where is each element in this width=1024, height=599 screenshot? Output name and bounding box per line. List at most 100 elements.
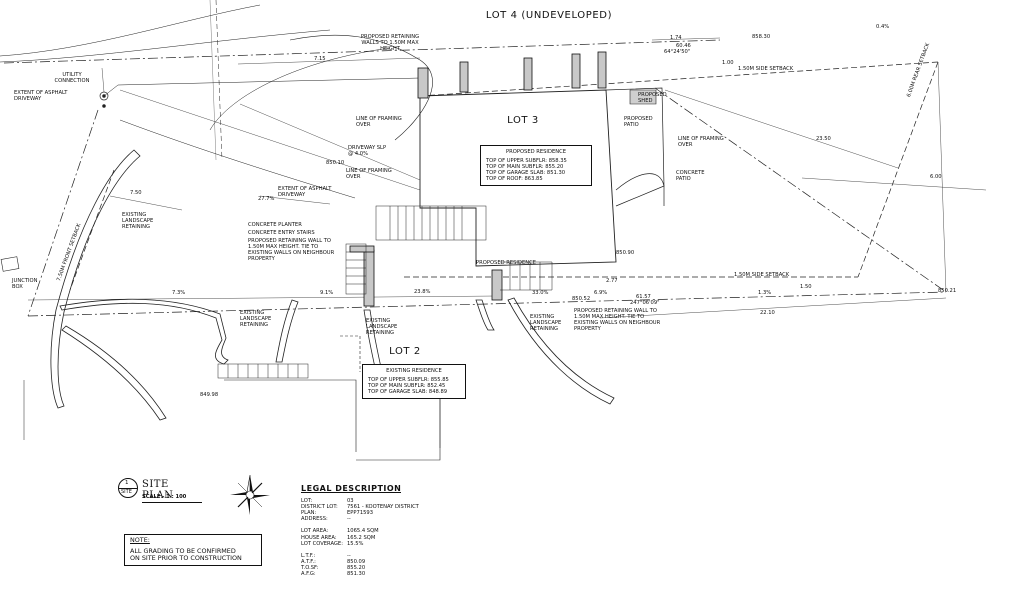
- dim-9-1: 9.1%: [320, 290, 334, 296]
- legal-row: ADDRESS:--: [301, 516, 351, 523]
- proposed-residence-title: PROPOSED RESIDENCE: [506, 149, 566, 155]
- dim-23-50: 23.50: [816, 136, 831, 142]
- junction-box-label: JUNCTION BOX: [12, 278, 38, 290]
- side-setback-top-label: 1.50m SIDE SETBACK: [738, 66, 794, 72]
- concrete-patio: [615, 173, 665, 206]
- north-arrow-icon: [230, 474, 270, 515]
- elev-850-90: 850.90: [616, 250, 635, 256]
- detail-bubble: [118, 478, 138, 498]
- elev-850-10: 850.10: [326, 160, 345, 166]
- legal-description-heading: LEGAL DESCRIPTION: [301, 484, 402, 494]
- detail-number: 1: [125, 480, 129, 486]
- proposed-retaining-left-label: PROPOSED RETAINING WALL TO 1.50m MAX HEI…: [248, 238, 335, 262]
- framing-over-label-3: LINE OF FRAMING OVER: [678, 136, 724, 148]
- driveway-slope-label: DRIVEWAY SLP @ 4.0%: [348, 145, 387, 157]
- dim-2-77: 2.77: [606, 278, 618, 284]
- property-line-bottom: [27, 291, 947, 317]
- proposed-residence-line: TOP of ROOF: 863.85: [486, 176, 543, 183]
- lot-4-label: LOT 4 (UNDEVELOPED): [485, 10, 613, 21]
- site-plan-title: SITE PLAN: [142, 479, 202, 503]
- existing-residence-line: TOP of GARAGE SLAB: 848.89: [368, 389, 448, 396]
- dim-1-3: 1.3%: [758, 290, 772, 296]
- framing-over-label-2: LINE OF FRAMING OVER: [346, 168, 392, 180]
- dim-6-9: 6.9%: [594, 290, 608, 296]
- legal-row: LOT AREA:1065.4 sqm: [301, 528, 379, 535]
- legal-row: LOT COVERAGE:15.5%: [301, 540, 364, 547]
- dim-1-00: 1.00: [722, 60, 734, 66]
- existing-residence-line: TOP of UPPER SUBFLR: 855.85: [368, 377, 449, 384]
- legal-description: LEGAL DESCRIPTION LOT:03 DISTRICT LOT:75…: [301, 484, 481, 578]
- dim-bearing-bottom: 247°06'09": [630, 300, 660, 306]
- proposed-retaining-right-label: PROPOSED RETAINING WALL TO 1.50m MAX HEI…: [574, 308, 661, 332]
- legal-row: A.F.G:851.30: [301, 571, 366, 578]
- legal-row: A.T.F.:850.09: [301, 558, 366, 565]
- elev-858-30: 858.30: [752, 34, 771, 40]
- contour-line: [0, 4, 261, 57]
- proposed-patio-label: PROPOSED PATIO: [624, 116, 653, 128]
- legal-row: T.O.SF:855.20: [301, 564, 366, 571]
- lot-2-label: LOT 2: [389, 346, 421, 357]
- note-heading: NOTE:: [130, 536, 150, 544]
- existing-landscape-label-left: EXISTING LANDSCAPE RETAINING: [122, 212, 154, 230]
- proposed-residence-line: TOP of MAIN SUBFLR: 855.20: [486, 164, 564, 171]
- elev-850-52: 850.52: [572, 296, 591, 302]
- dim-7-3: 7.3%: [172, 290, 186, 296]
- dim-60-46: 60.46: [676, 43, 691, 49]
- dim-61-57: 61.57: [636, 294, 651, 300]
- existing-residence-box: EXISTING RESIDENCE TOP of UPPER SUBFLR: …: [362, 364, 466, 400]
- site-plan-title-block: 1 SITE SITE PLAN SCALE - 1 : 100: [118, 478, 202, 504]
- legal-row: L.T.F.:--: [301, 552, 351, 559]
- legal-row: HOUSE AREA:165.2 sqm: [301, 534, 376, 541]
- dim-23-8: 23.8%: [414, 289, 431, 295]
- rear-setback: [857, 61, 939, 278]
- entry-stairs: [375, 205, 487, 241]
- existing-landscape-label-center: EXISTING LANDSCAPE RETAINING: [366, 318, 398, 336]
- existing-residence-title: EXISTING RESIDENCE: [386, 368, 442, 374]
- asphalt-driveway-label-2: EXTENT OF ASPHALT DRIVEWAY: [278, 186, 332, 198]
- dim-1-50: 1.50: [800, 284, 812, 290]
- proposed-retaining-walls-label: PROPOSED RETAINING WALLS TO 1.50m MAX HE…: [360, 34, 420, 52]
- dim-7-15: 7.15: [314, 56, 326, 62]
- lot-3-label: LOT 3: [507, 115, 539, 126]
- legal-row: DISTRICT LOT:7561 - KOOTENAY DISTRICT: [301, 504, 419, 511]
- front-setback: [69, 169, 115, 291]
- existing-landscape-label-center-left: EXISTING LANDSCAPE RETAINING: [240, 310, 272, 328]
- elev-850-21: 850.21: [938, 288, 957, 294]
- dim-22-10: 22.10: [760, 310, 775, 316]
- legal-row: PLAN:EPP71593: [301, 510, 374, 517]
- side-setback-bottom-label: 1.50m SIDE SETBACK: [734, 272, 790, 278]
- dim-1-74: 1.74: [670, 35, 682, 41]
- dim-60-bearing: 64°24'50": [664, 49, 691, 55]
- note-line: ALL GRADING TO BE CONFIRMED: [130, 546, 236, 555]
- note-line: ON SITE PRIOR TO CONSTRUCTION: [130, 554, 242, 562]
- contour-line: [119, 119, 356, 199]
- proposed-residence-box: PROPOSED RESIDENCE TOP of UPPER SUBFLR: …: [480, 145, 592, 187]
- existing-landscape-label-right: EXISTING LANDSCAPE RETAINING: [530, 314, 562, 332]
- property-line-left: [27, 109, 99, 317]
- concrete-entry-stairs-label: CONCRETE ENTRY STAIRS: [248, 230, 315, 236]
- proposed-residence-line: TOP of UPPER SUBFLR: 858.35: [486, 158, 567, 165]
- proposed-residence-line: TOP of GARAGE SLAB: 851.30: [486, 170, 566, 177]
- detail-sheet: SITE: [121, 489, 132, 495]
- proposed-shed-label: PROPOSED SHED: [638, 92, 667, 104]
- legal-row: LOT:03: [301, 498, 354, 505]
- concrete-planter-label: CONCRETE PLANTER: [248, 222, 302, 228]
- property-line-top: [3, 39, 721, 64]
- side-setback-top: [419, 61, 939, 97]
- dim-6-00: 6.00: [930, 174, 942, 180]
- elev-849-98: 849.98: [200, 392, 219, 398]
- grading-note: NOTE: ALL GRADING TO BE CONFIRMED ON SIT…: [124, 534, 262, 566]
- contour-line: [289, 34, 433, 141]
- junction-box-shape: [0, 256, 20, 272]
- proposed-residence-tag: PROPOSED RESIDENCE: [476, 260, 536, 266]
- concrete-patio-label: CONCRETE PATIO: [676, 170, 705, 182]
- utility-connection-label: UTILITY CONNECTION: [54, 72, 90, 84]
- dim-27-7: 27.7%: [258, 196, 275, 202]
- site-plan-scale: SCALE - 1 : 100: [142, 494, 187, 500]
- dim-33-0: 33.0%: [532, 290, 549, 296]
- contour-line: [209, 47, 391, 131]
- property-line-right: [654, 87, 947, 293]
- existing-residence-line: TOP of MAIN SUBFLR: 852.45: [368, 383, 446, 390]
